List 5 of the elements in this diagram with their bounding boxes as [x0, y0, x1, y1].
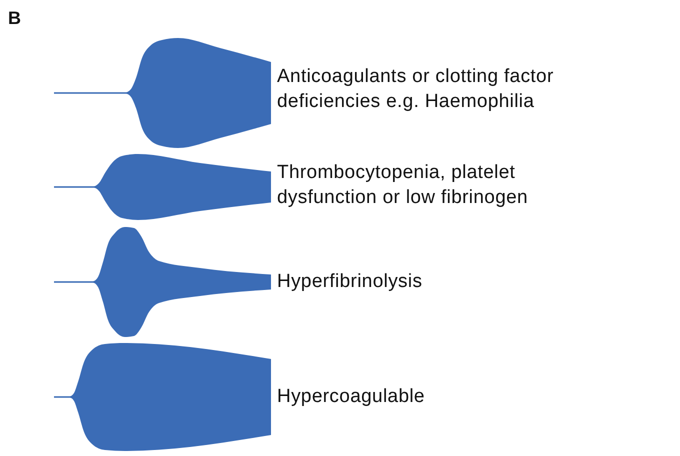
tracing-label: Anticoagulants or clotting factor deficiencies e.g. Haemophilia [277, 64, 555, 114]
panel-letter: B [8, 6, 21, 30]
tracing-label: Thrombocytopenia, platelet dysfunction or low fibrinogen [277, 160, 529, 210]
tracing-label: Hypercoagulable [277, 384, 426, 408]
tracing-label: Hyperfibrinolysis [277, 270, 424, 294]
